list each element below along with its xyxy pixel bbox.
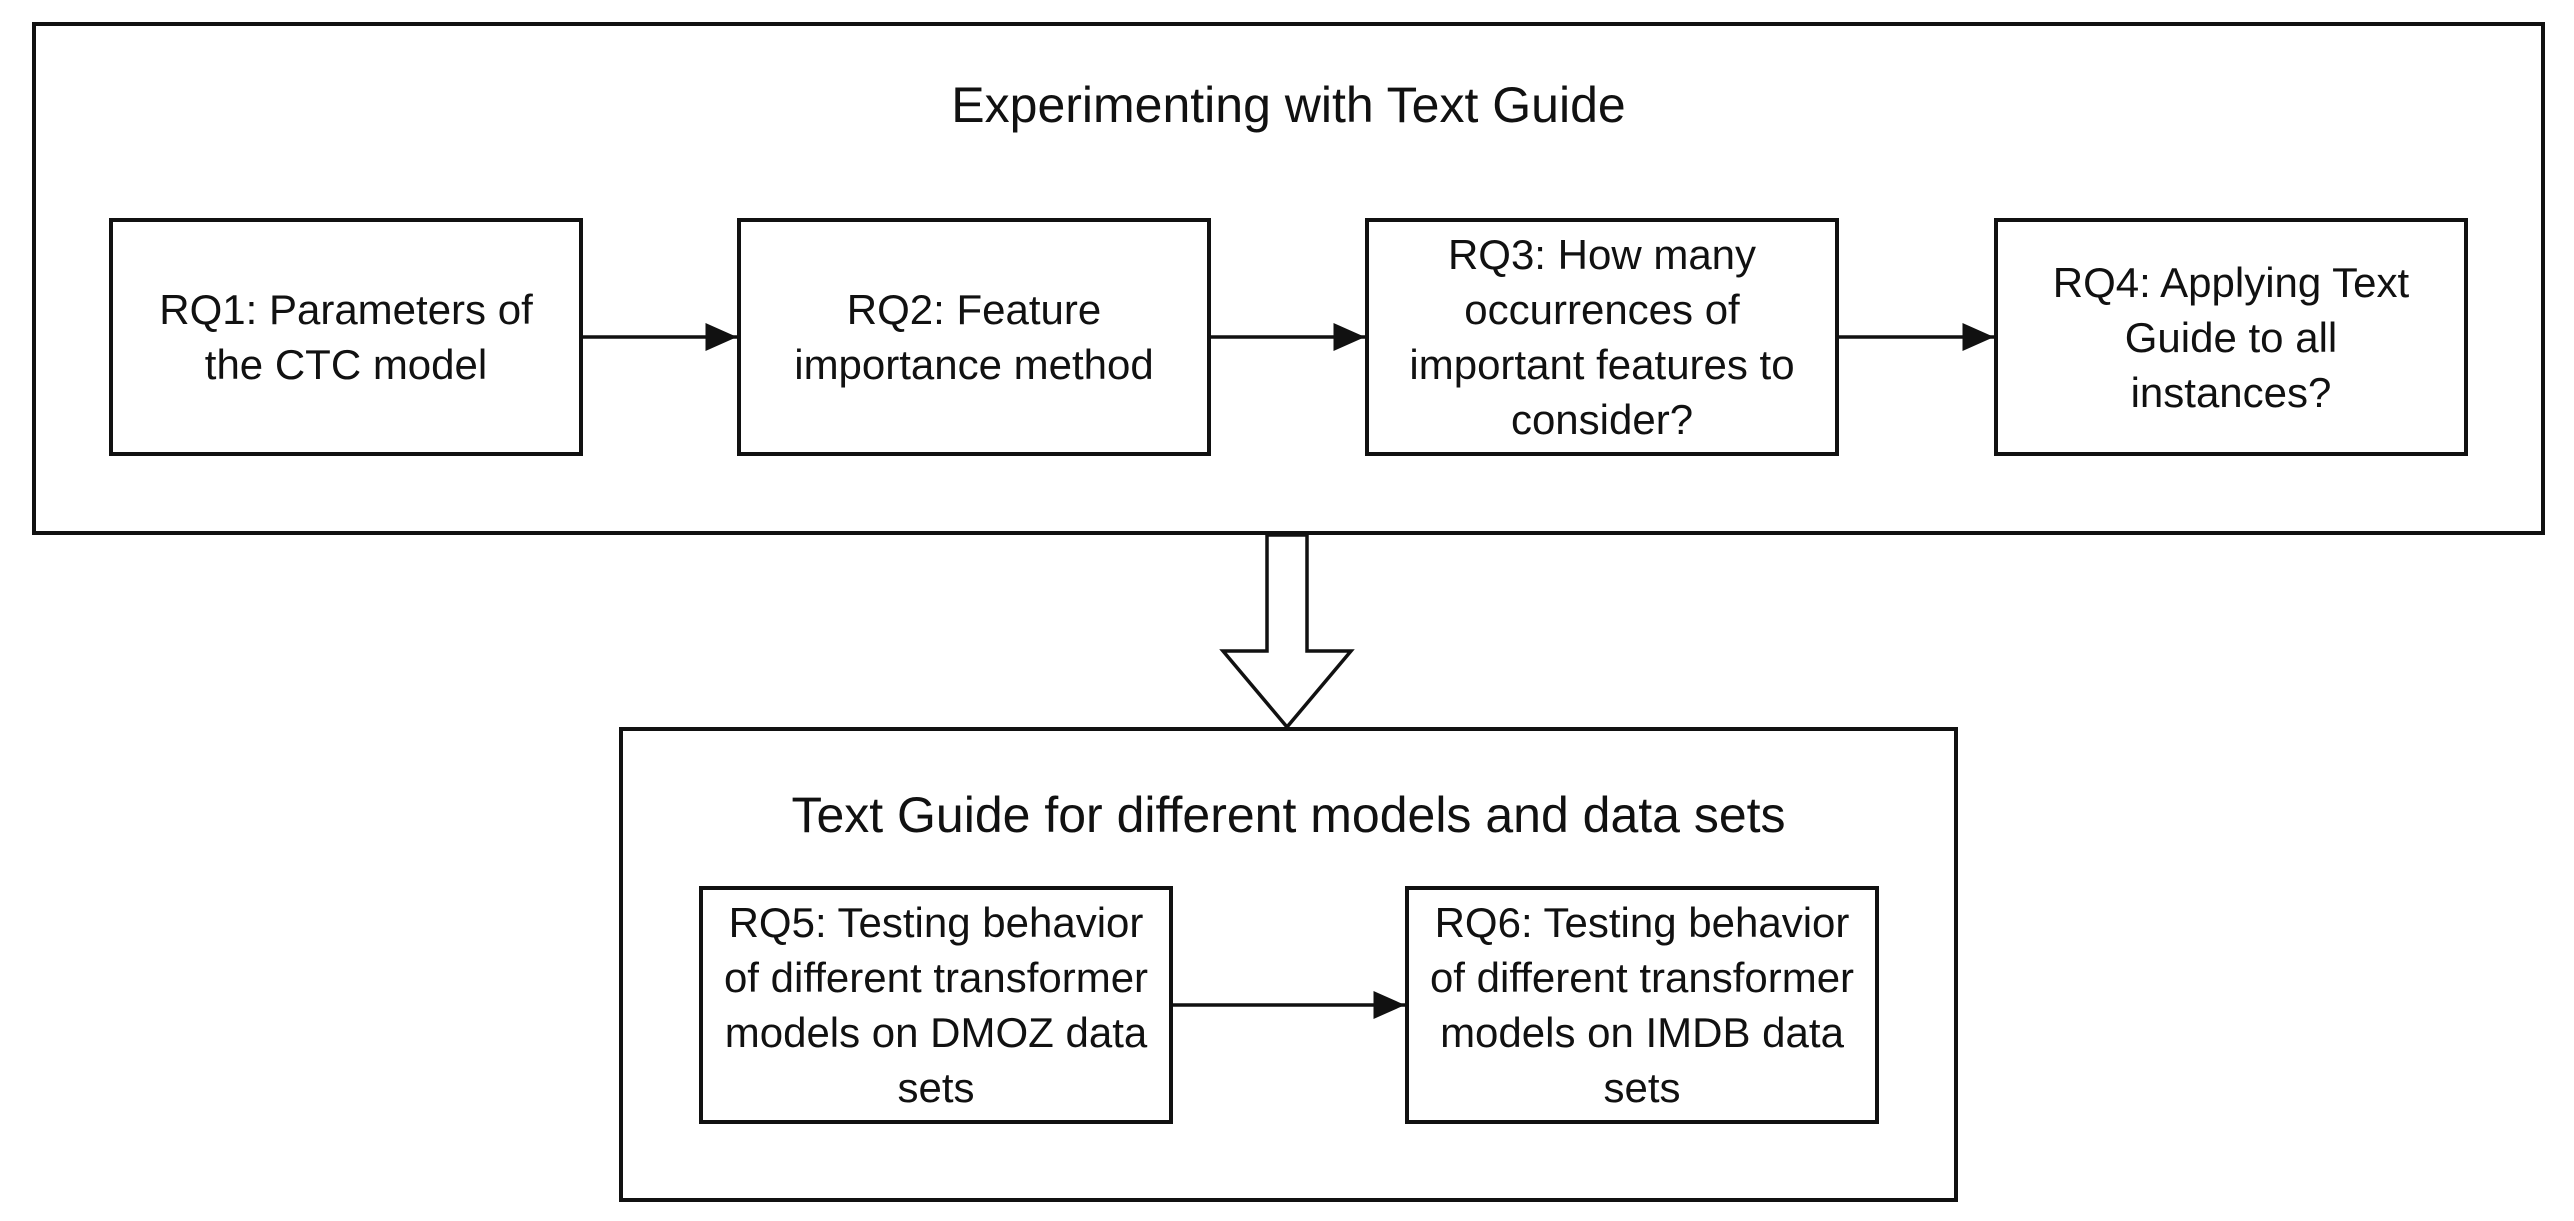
group-title-bottom: Text Guide for different models and data… bbox=[791, 787, 1786, 843]
box-rq4-label: RQ4: Applying Text Guide to all instance… bbox=[2052, 258, 2410, 416]
box-rq6-label: RQ6: Testing behavior of different trans… bbox=[1429, 899, 1855, 1111]
box-rq2: RQ2: Feature importance method bbox=[737, 218, 1211, 456]
box-rq2-label: RQ2: Feature importance method bbox=[794, 286, 1154, 388]
box-rq1-label: RQ1: Parameters of the CTC model bbox=[159, 286, 533, 388]
box-rq6: RQ6: Testing behavior of different trans… bbox=[1405, 886, 1879, 1124]
group-title-top: Experimenting with Text Guide bbox=[951, 77, 1626, 133]
block-arrow-top-to-bottom bbox=[1219, 533, 1355, 730]
box-rq5-label: RQ5: Testing behavior of different trans… bbox=[723, 899, 1149, 1111]
box-rq4: RQ4: Applying Text Guide to all instance… bbox=[1994, 218, 2468, 456]
box-rq1: RQ1: Parameters of the CTC model bbox=[109, 218, 583, 456]
box-rq3-label: RQ3: How many occurrences of important f… bbox=[1409, 231, 1795, 443]
box-rq3: RQ3: How many occurrences of important f… bbox=[1365, 218, 1839, 456]
box-rq5: RQ5: Testing behavior of different trans… bbox=[699, 886, 1173, 1124]
